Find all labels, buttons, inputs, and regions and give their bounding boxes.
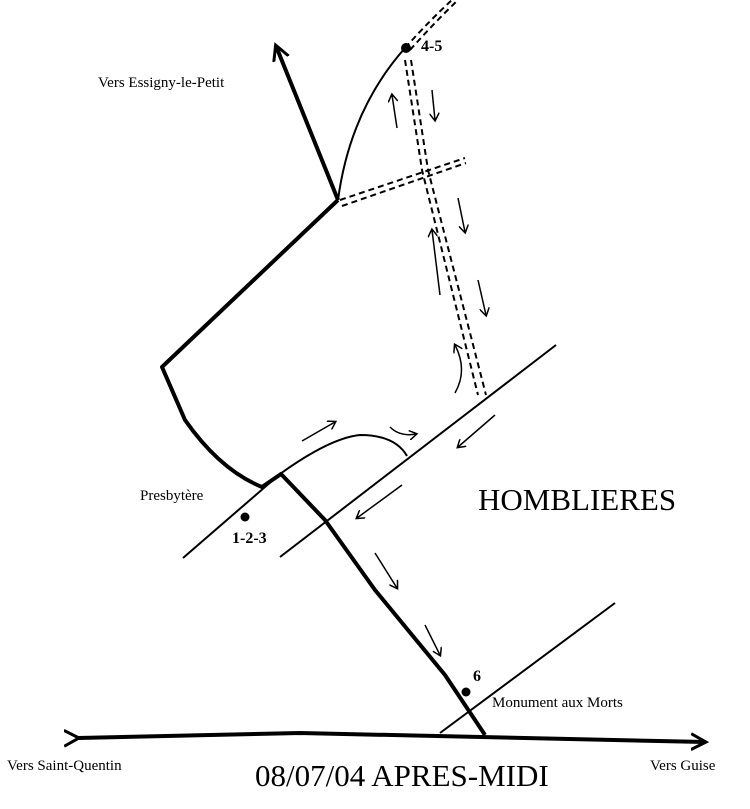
direction-arrows bbox=[301, 89, 496, 655]
label-monument: Monument aux Morts bbox=[492, 695, 623, 711]
label-town: HOMBLIERES bbox=[478, 482, 677, 517]
label-stop-1-2-3: 1-2-3 bbox=[232, 530, 267, 547]
label-guise: Vers Guise bbox=[650, 758, 716, 774]
street-long bbox=[279, 344, 557, 558]
label-essigny: Vers Essigny-le-Petit bbox=[98, 75, 225, 91]
map-title: 08/07/04 APRES-MIDI bbox=[255, 758, 549, 793]
street-monument bbox=[439, 602, 616, 734]
road-essigny bbox=[276, 46, 340, 201]
street-presbytere bbox=[182, 433, 408, 559]
stop-1-2-3-dot bbox=[240, 512, 250, 522]
dashed-track bbox=[339, 0, 487, 396]
stop-4-5-dot bbox=[401, 43, 411, 53]
label-stop-6: 6 bbox=[473, 668, 481, 685]
road-saint-quentin-guise bbox=[78, 733, 705, 742]
label-stop-4-5: 4-5 bbox=[421, 38, 443, 55]
stop-6-dot bbox=[461, 687, 471, 697]
road-to-4-5 bbox=[337, 47, 406, 201]
route-thick bbox=[160, 198, 487, 737]
label-presbytere: Presbytère bbox=[140, 488, 204, 504]
label-saint-quentin: Vers Saint-Quentin bbox=[7, 758, 122, 774]
